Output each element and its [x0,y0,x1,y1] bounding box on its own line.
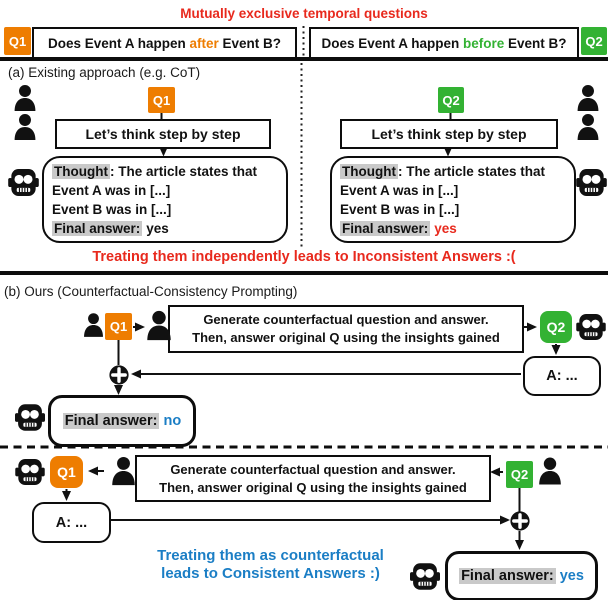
section-rule-1 [0,57,608,61]
section-a-label: (a) Existing approach (e.g. CoT) [8,65,201,80]
person-icon [539,457,561,485]
consistent-caption-line-2: leads to Consistent Answers :) [161,565,380,582]
instruction-line-1: Generate counterfactual question and ans… [170,461,456,477]
question-1-prefix: Does Event A happen [47,35,190,51]
instruction-box-bottom: Generate counterfactual question and ans… [135,455,491,502]
q1-badge: Q1 [148,87,175,113]
thought-rest: : The article states that [109,164,258,179]
thought-line-1: Thought: The article states that [52,162,278,181]
thought-line-4: Final answer:yes [52,219,278,238]
person-icon [577,114,599,140]
question-2-prefix: Does Event A happen [321,35,463,51]
instruction-line-2: Then, answer original Q using the insigh… [159,479,467,495]
thought-line-3: Event B was in [...] [52,202,172,217]
person-icon [147,310,171,341]
consistent-caption-line-1: Treating them as counterfactual [157,547,384,564]
q2-badge: Q2 [438,87,464,113]
counterfactual-answer-box-bottom: A: ... [32,502,111,543]
plus-circle-icon [109,365,129,385]
inconsistent-caption: Treating them independently leads to Inc… [92,249,516,265]
question-2-keyword: before [463,35,505,51]
final-answer-label: Final answer: [340,221,431,236]
thought-line-1: Thought: The article states that [340,162,566,181]
thought-line-3: Event B was in [...] [340,202,460,217]
thought-box-right: Thought: The article states that Event A… [330,156,576,243]
final-answer-box-top: Final answer:no [48,395,196,447]
thought-label: Thought [52,164,110,179]
plus-circle-icon [510,511,530,531]
person-icon [577,85,599,111]
counterfactual-answer-box-top: A: ... [523,356,601,396]
question-1-suffix: Event B? [218,35,282,51]
robot-icon [410,563,440,590]
final-answer-label: Final answer: [459,568,556,584]
final-answer-label: Final answer: [52,221,143,236]
instruction-line-2: Then, answer original Q using the insigh… [192,330,500,345]
section-rule-2 [0,271,608,275]
question-1-box: Does Event A happen after Event B? [32,27,297,59]
thought-box-left: Thought: The article states that Event A… [42,156,288,243]
final-answer-value: yes [559,568,584,584]
thought-line-2: Event A was in [...] [52,183,171,198]
q2-badge: Q2 [581,27,607,55]
q2-badge: Q2 [506,461,533,488]
thought-line-4: Final answer:yes [340,219,566,238]
question-2-box: Does Event A happen before Event B? [309,27,579,59]
final-answer-value: no [163,413,182,429]
section-b-label: (b) Ours (Counterfactual-Consistency Pro… [4,284,298,299]
thought-line-2: Event A was in [...] [340,183,459,198]
cot-prompt-box-right: Let’s think step by step [340,119,558,149]
figure-title: Mutually exclusive temporal questions [180,6,428,21]
q1-badge: Q1 [105,313,132,340]
instruction-box-top: Generate counterfactual question and ans… [168,305,524,353]
person-icon [14,85,36,111]
question-2-suffix: Event B? [504,35,567,51]
robot-icon [576,314,606,340]
final-answer-label: Final answer: [62,413,160,429]
cot-prompt-box-left: Let’s think step by step [55,119,271,149]
q1-badge: Q1 [50,456,83,488]
q2-badge: Q2 [540,311,572,343]
final-answer-value: yes [434,221,457,236]
person-icon [14,114,36,140]
robot-icon [15,459,45,485]
q1-badge: Q1 [4,27,31,55]
final-answer-box-bottom: Final answer:yes [445,551,598,600]
question-1-keyword: after [189,35,219,51]
thought-rest: : The article states that [397,164,546,179]
consistent-caption: Treating them as counterfactual leads to… [128,547,413,583]
thought-label: Thought [340,164,398,179]
final-answer-value: yes [146,221,169,236]
person-icon [84,313,103,337]
robot-icon [576,169,607,196]
person-icon [112,456,135,486]
robot-icon [8,169,39,196]
instruction-line-1: Generate counterfactual question and ans… [203,312,489,327]
robot-icon [15,404,45,431]
